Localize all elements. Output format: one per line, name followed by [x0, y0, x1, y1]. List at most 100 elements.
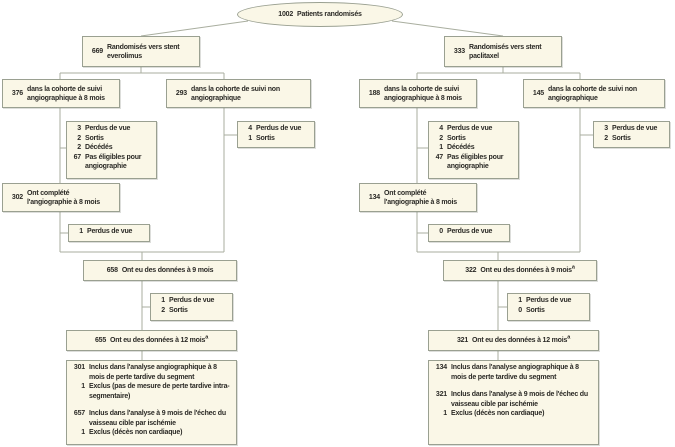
node-randomized-total: 1002 Patients randomisés — [237, 2, 403, 27]
node-everolimus-data-9-months: 658 Ont eu des données à 9 mois — [83, 260, 237, 281]
loss-label: Perdus de vue — [526, 297, 572, 304]
node-label: dans la cohorte de suivi non angiographi… — [548, 85, 637, 102]
analysis-label: Inclus dans l'analyse à 9 mois de l'éche… — [89, 410, 226, 427]
node-paclitaxel-analysis: 134 Inclus dans l'analyse angiographique… — [428, 360, 599, 445]
analysis-row: 301 Inclus dans l'analyse angiographique… — [71, 363, 232, 382]
loss-count: 2 — [439, 134, 443, 142]
analysis-count: 657 — [73, 410, 85, 417]
node-label-text: Ont eu des données à 9 mois — [480, 267, 572, 274]
loss-label: Perdus de vue — [256, 125, 302, 132]
loss-row: 1 Perdus de vue — [155, 296, 228, 306]
analysis-label: Exclus (décès non cardiaque) — [89, 429, 183, 436]
analysis-row: 1 Exclus (pas de mesure de perte tardive… — [71, 382, 232, 401]
node-label: Patients randomisés — [297, 11, 362, 18]
node-label: Ont complété l'angiographie à 8 mois — [384, 189, 457, 206]
node-paclitaxel-angio-cohort: 188 dans la cohorte de suivi angiographi… — [359, 79, 477, 108]
loss-label: Pas éligibles pour angiographie — [85, 153, 142, 171]
node-everolimus-angio-completed: 302 Ont complété l'angiographie à 8 mois — [2, 183, 120, 212]
analysis-row: 134 Inclus dans l'analyse angiographique… — [433, 363, 594, 382]
node-count: 669 — [91, 48, 103, 55]
node-label-text: Ont eu des données à 9 mois — [121, 267, 214, 274]
losses-everolimus-angio: 3 Perdus de vue 2 Sortis 2 Décédés 67 Pa… — [66, 121, 157, 179]
analysis-row: 321 Inclus dans l'analyse à 9 mois de l'… — [433, 390, 594, 409]
loss-count: 2 — [604, 134, 608, 142]
analysis-row: 657 Inclus dans l'analyse à 9 mois de l'… — [71, 409, 232, 428]
node-label: Ont eu des données à 9 mois — [121, 266, 214, 275]
analysis-label: Inclus dans l'analyse angiographique à 8… — [451, 364, 579, 381]
node-count: 1002 — [278, 11, 294, 18]
analysis-count: 134 — [435, 364, 447, 371]
loss-label: Perdus de vue — [85, 125, 131, 132]
analysis-label: Exclus (décès non cardiaque) — [451, 410, 545, 417]
node-count: 658 — [106, 267, 118, 274]
loss-row: 3 Perdus de vue — [598, 124, 665, 134]
loss-label: Perdus de vue — [612, 125, 658, 132]
losses-paclitaxel-nonangio: 3 Perdus de vue 2 Sortis — [593, 121, 670, 148]
node-everolimus-data-12-months: 655 Ont eu des données à 12 moisa — [66, 330, 237, 351]
loss-row: 1 Perdus de vue — [512, 296, 585, 306]
node-everolimus-arm: 669 Randomisés vers stent everolimus — [82, 36, 200, 67]
node-label: Randomisés vers stent paclitaxel — [469, 43, 542, 60]
losses-paclitaxel-completed: 0 Perdus de vue — [428, 224, 510, 242]
analysis-label: Inclus dans l'analyse à 9 mois de l'éche… — [451, 391, 588, 408]
loss-row: 2 Sortis — [71, 134, 152, 144]
loss-label: Sortis — [256, 134, 275, 142]
loss-count: 4 — [248, 125, 252, 132]
loss-count: 1 — [248, 134, 252, 142]
losses-everolimus-9-months: 1 Perdus de vue 2 Sortis — [150, 293, 233, 321]
loss-label: Décédés — [447, 144, 475, 151]
node-count: 302 — [11, 194, 23, 201]
loss-row: 0 Sortis — [512, 306, 585, 316]
analysis-label: Exclus (pas de mesure de perte tardive i… — [89, 383, 230, 400]
node-label: dans la cohorte de suivi angiographique … — [27, 85, 105, 102]
loss-label: Perdus de vue — [169, 297, 215, 304]
node-everolimus-nonangio-cohort: 293 dans la cohorte de suivi non angiogr… — [166, 79, 311, 108]
loss-row: 0 Perdus de vue — [433, 227, 505, 237]
analysis-count: 1 — [81, 429, 85, 436]
loss-label: Sortis — [526, 306, 545, 314]
loss-row: 4 Perdus de vue — [433, 124, 514, 134]
losses-everolimus-completed: 1 Perdus de vue — [68, 224, 150, 242]
node-label-text: Ont eu des données à 12 mois — [110, 337, 206, 344]
analysis-row: 1 Exclus (décès non cardiaque) — [71, 428, 232, 438]
node-label: Randomisés vers stent everolimus — [107, 43, 180, 60]
node-count: 293 — [175, 90, 187, 97]
node-count: 322 — [465, 267, 477, 274]
analysis-count: 321 — [435, 391, 447, 398]
node-paclitaxel-data-9-months: 322 Ont eu des données à 9 moisa — [443, 260, 597, 281]
node-count: 188 — [368, 90, 380, 97]
loss-row: 2 Décédés — [71, 143, 152, 153]
loss-count: 0 — [518, 306, 522, 314]
loss-count: 3 — [604, 125, 608, 132]
loss-label: Sortis — [85, 134, 104, 142]
node-paclitaxel-angio-completed: 134 Ont complété l'angiographie à 8 mois — [359, 183, 477, 212]
loss-label: Sortis — [447, 134, 466, 142]
loss-row: 3 Perdus de vue — [71, 124, 152, 134]
loss-label: Perdus de vue — [87, 228, 133, 235]
loss-count: 3 — [77, 125, 81, 132]
node-count: 134 — [368, 194, 380, 201]
loss-label: Sortis — [169, 306, 188, 314]
node-count: 333 — [453, 48, 465, 55]
node-count: 321 — [456, 337, 469, 344]
loss-count: 2 — [161, 306, 165, 314]
loss-label: Perdus de vue — [447, 125, 493, 132]
node-label: Ont eu des données à 12 moisa — [472, 334, 571, 345]
node-paclitaxel-data-12-months: 321 Ont eu des données à 12 moisa — [428, 330, 599, 351]
footnote-marker: a — [567, 334, 571, 341]
analysis-count: 1 — [81, 383, 85, 390]
node-label: Ont complété l'angiographie à 8 mois — [27, 189, 100, 206]
loss-count: 47 — [435, 153, 444, 161]
loss-count: 1 — [79, 228, 83, 235]
loss-count: 2 — [77, 144, 81, 151]
loss-label: Pas éligibles pour angiographie — [447, 153, 504, 171]
losses-paclitaxel-angio: 4 Perdus de vue 2 Sortis 1 Décédés 47 Pa… — [428, 121, 519, 179]
loss-row: 2 Sortis — [433, 134, 514, 144]
node-count: 145 — [532, 90, 544, 97]
loss-label: Décédés — [85, 144, 113, 151]
node-label-text: Ont eu des données à 12 mois — [472, 337, 568, 344]
loss-count: 2 — [77, 134, 81, 142]
loss-count: 1 — [161, 297, 165, 304]
